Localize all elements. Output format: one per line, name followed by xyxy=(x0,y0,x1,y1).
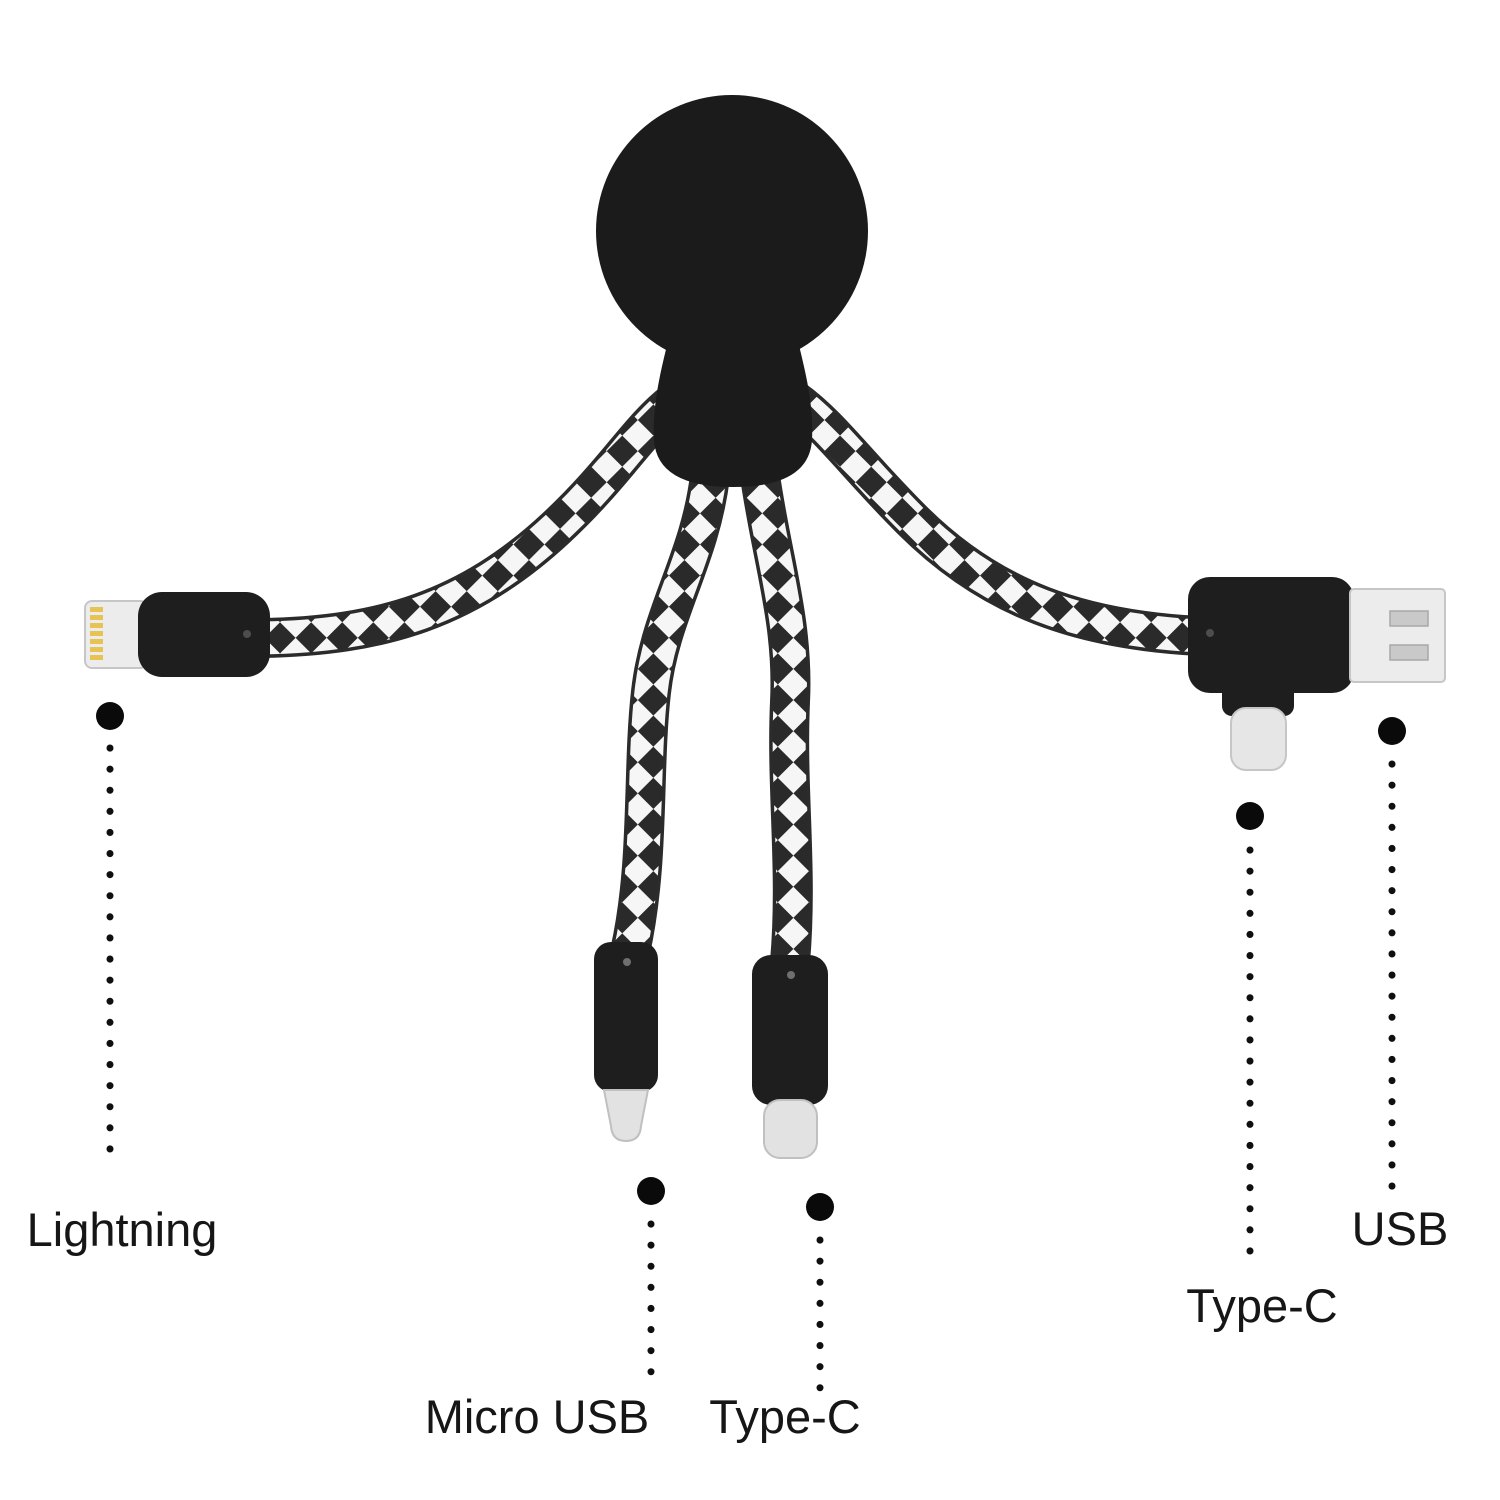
type-c-right-label: Type-C xyxy=(1186,1279,1338,1332)
type-c-bottom-marker-dot xyxy=(806,1193,834,1221)
lightning-marker-dot xyxy=(96,702,124,730)
cable-right-leg-braid xyxy=(743,459,810,979)
micro-usb-body xyxy=(594,942,658,1092)
micro-usb-pinhole xyxy=(623,958,631,966)
usb-label: USB xyxy=(1352,1202,1449,1255)
usb-a-slot-top xyxy=(1389,610,1429,627)
usb-a-plug xyxy=(1349,588,1446,683)
figure-body xyxy=(653,308,813,487)
micro-usb-marker-dot xyxy=(637,1177,665,1205)
cable-left-leg-braid xyxy=(613,459,727,969)
micro-usb-label: Micro USB xyxy=(425,1390,650,1443)
type-c-leg-body xyxy=(752,955,828,1105)
usb-a-slot-bottom xyxy=(1389,644,1429,661)
usb-a-connector-body xyxy=(1188,577,1354,693)
usb-a-type-c-connector xyxy=(1188,577,1446,771)
cable-left-arm-braid xyxy=(245,385,691,655)
lightning-body-pinhole xyxy=(243,630,251,638)
micro-usb-connector xyxy=(594,942,658,1143)
lightning-connector xyxy=(84,592,270,677)
figure-head xyxy=(596,95,868,367)
usb-a-body-pinhole xyxy=(1206,629,1214,637)
lightning-body xyxy=(138,592,270,677)
figure xyxy=(596,95,868,487)
type-c-right-marker-dot xyxy=(1236,802,1264,830)
connector-labels: Lightning Micro USB Type-C Type-C USB xyxy=(27,1202,1449,1443)
leader-lines xyxy=(106,744,1396,1392)
type-c-side-plug xyxy=(1230,707,1287,771)
type-c-bottom-label: Type-C xyxy=(709,1390,861,1443)
type-c-leg-tip xyxy=(763,1099,818,1159)
cable-right-arm-braid xyxy=(777,383,1217,653)
marker-dots xyxy=(96,702,1406,1221)
micro-usb-tip xyxy=(602,1089,650,1143)
type-c-leg-pinhole xyxy=(787,971,795,979)
lightning-gold-pins xyxy=(90,607,103,660)
usb-marker-dot xyxy=(1378,717,1406,745)
lightning-label: Lightning xyxy=(27,1203,218,1256)
type-c-leg-connector xyxy=(752,955,828,1159)
braided-cables xyxy=(242,380,1220,982)
